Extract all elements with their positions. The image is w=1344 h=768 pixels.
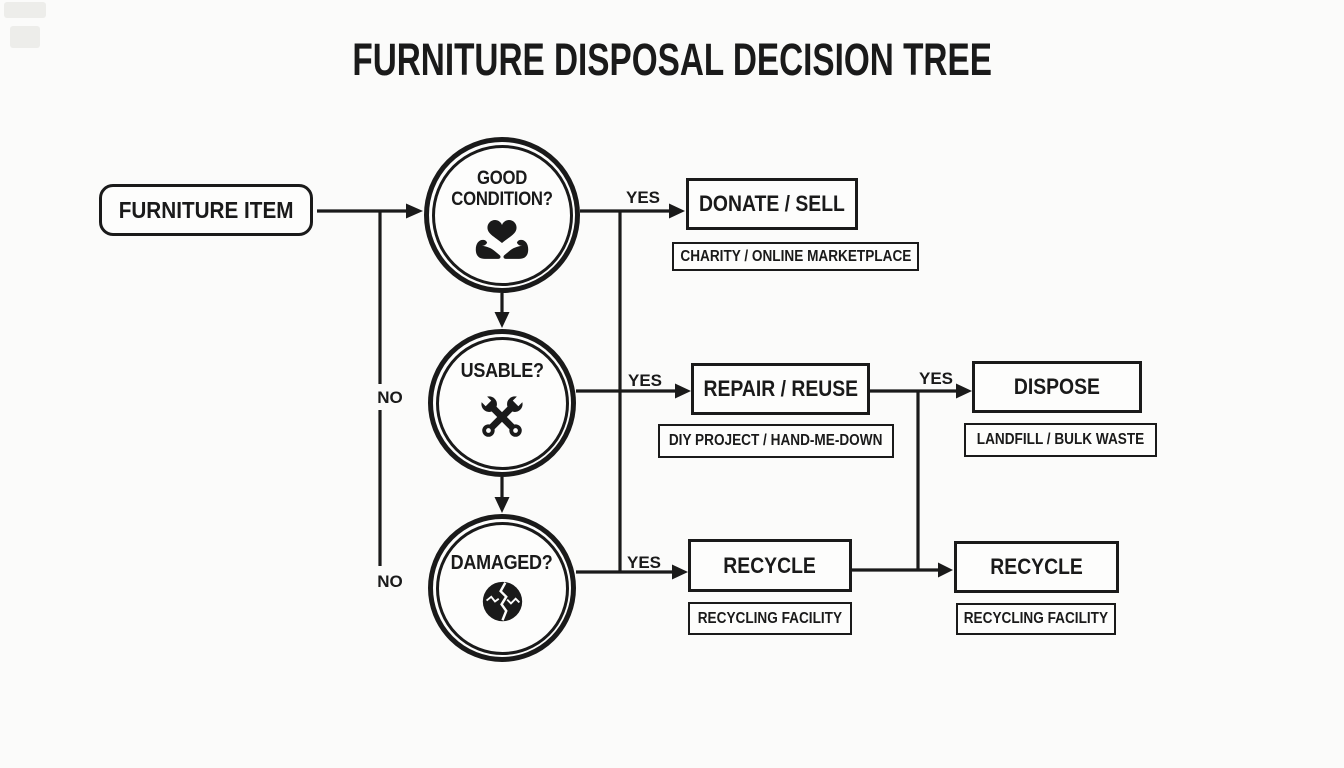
arrowhead-good-to-usable — [494, 312, 510, 328]
outcome-donate-sell-label: DONATE / SELL — [699, 191, 845, 216]
yes-label-repair: YES — [918, 369, 954, 388]
cracked-sphere-icon — [482, 582, 522, 622]
outcome-repair-reuse-sublabel-box: DIY PROJECT / HAND-ME-DOWN — [658, 424, 894, 458]
outcome-recycle-2-sublabel: RECYCLING FACILITY — [963, 610, 1109, 627]
no-label-2: NO — [377, 572, 403, 591]
decision-usable: USABLE? — [428, 329, 576, 477]
decision-usable-label: USABLE? — [460, 360, 544, 383]
outcome-donate-sell-sublabel-box: CHARITY / ONLINE MARKETPLACE — [672, 242, 919, 271]
heart-in-hands-icon — [475, 220, 529, 260]
decision-damaged-label: DAMAGED? — [451, 551, 553, 574]
yes-label-good: YES — [625, 188, 661, 207]
outcome-recycle-2-label: RECYCLE — [990, 554, 1083, 579]
scan-artifact — [4, 2, 46, 18]
outcome-recycle-2-sublabel-box: RECYCLING FACILITY — [956, 603, 1116, 635]
outcome-recycle-1-sublabel: RECYCLING FACILITY — [697, 609, 843, 627]
outcome-recycle-2: RECYCLE — [954, 541, 1119, 593]
arrowhead-recycle-to-recycle — [938, 562, 953, 578]
yes-label-damaged: YES — [626, 553, 662, 572]
start-node-furniture-item: FURNITURE ITEM — [99, 184, 313, 236]
outcome-donate-sell: DONATE / SELL — [686, 178, 858, 230]
outcome-recycle-1-label: RECYCLE — [723, 552, 817, 578]
no-label-1: NO — [377, 388, 403, 407]
outcome-recycle-1-sublabel-box: RECYCLING FACILITY — [688, 602, 852, 635]
outcome-dispose-label: DISPOSE — [1013, 374, 1101, 399]
outcome-dispose: DISPOSE — [972, 361, 1142, 413]
outcome-donate-sell-sublabel: CHARITY / ONLINE MARKETPLACE — [680, 247, 911, 265]
arrowhead-usable-to-damaged — [494, 497, 510, 513]
arrowhead-good-yes — [669, 203, 685, 219]
arrowhead-start-to-good — [406, 203, 423, 219]
decision-good-condition: GOOD CONDITION? — [424, 137, 580, 293]
scan-artifact — [10, 26, 40, 48]
decision-good-condition-label: GOOD CONDITION? — [451, 167, 553, 210]
outcome-dispose-sublabel: LANDFILL / BULK WASTE — [976, 431, 1145, 448]
crossed-wrenches-icon — [479, 394, 525, 437]
outcome-repair-reuse-sublabel: DIY PROJECT / HAND-ME-DOWN — [669, 432, 883, 449]
outcome-repair-reuse: REPAIR / REUSE — [691, 363, 870, 415]
arrowhead-damaged-yes — [672, 564, 688, 580]
outcome-repair-reuse-label: REPAIR / REUSE — [703, 376, 858, 401]
page-title: FURNITURE DISPOSAL DECISION TREE — [352, 34, 992, 85]
outcome-dispose-sublabel-box: LANDFILL / BULK WASTE — [964, 423, 1157, 457]
outcome-recycle-1: RECYCLE — [688, 539, 852, 592]
start-node-label: FURNITURE ITEM — [118, 196, 294, 223]
arrowhead-repair-to-dispose — [956, 383, 972, 399]
yes-label-usable: YES — [627, 371, 663, 390]
arrowhead-usable-yes — [675, 383, 691, 399]
decision-damaged: DAMAGED? — [428, 514, 576, 662]
